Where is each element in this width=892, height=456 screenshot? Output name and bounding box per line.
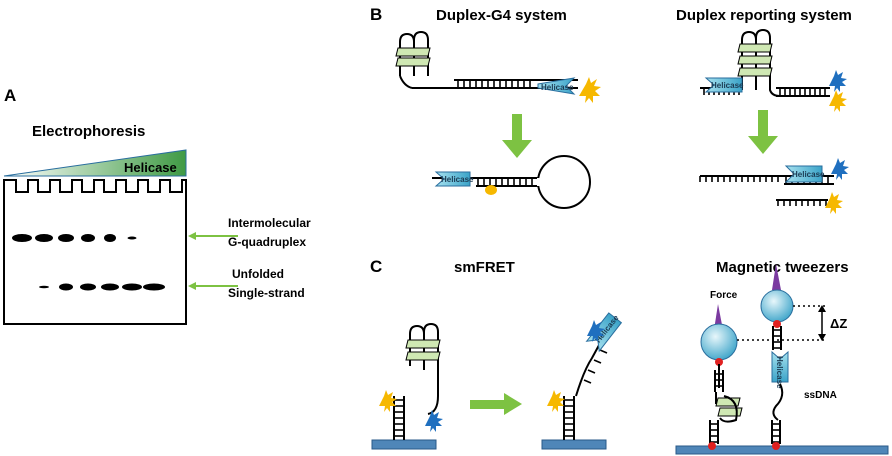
yellow-fluorophore-b3 [829,90,847,112]
tether-left-g4 [715,392,743,423]
helicase-b1-label: Helicase [541,83,574,92]
helicase-b2-label: Helicase [441,175,474,184]
helicase-b1: Helicase [537,77,576,95]
surface-c1 [371,439,437,450]
gel-band-gquad [12,234,32,242]
donor-dye-c1 [379,390,397,412]
helicase-mt: Helicase [771,350,789,389]
band-row-single-strand [39,283,165,291]
base [583,379,592,384]
surface-anchor-right [772,442,780,450]
quencher-dot-b2 [485,185,497,195]
reporting-g4-structure [737,28,781,97]
base [599,349,608,354]
band2-label-line2: Single-strand [228,286,305,300]
magnetic-bead-right [760,289,794,323]
gel-band-ssdna [80,283,96,291]
ssdna-strand [772,383,784,421]
gel-band-ssdna [143,283,165,291]
band2-label-line1: Unfolded [232,267,284,281]
helicase-b3: Helicase [704,77,744,93]
ssdna-label: ssDNA [804,390,837,401]
force-arrow-left [714,304,723,330]
yellow-fluorophore-b5 [825,192,843,214]
helicase-b4: Helicase [784,165,825,183]
released-strand-bases [777,200,827,206]
helicase-mt-label: Helicase [775,356,784,389]
acceptor-dye-c2 [587,320,605,342]
delta-z-label: ΔZ [830,316,847,331]
bead-anchor-left [715,358,723,366]
gel-band-gquad [127,236,137,240]
dz-arrow-down [818,334,826,341]
band-row-g-quadruplex [12,234,137,242]
duplex-reporting-title: Duplex reporting system [676,7,852,24]
unfolded-strand-bases [583,349,608,384]
gel-band-ssdna [101,283,119,291]
band1-label-line2: G-quadruplex [228,235,306,249]
base [587,369,596,374]
smfret-duplex-after [563,396,575,440]
tether-left-duplex-lower [709,420,719,444]
magnetic-bead-left [700,323,738,361]
base [593,359,602,364]
band1-pointer-head [188,232,196,240]
panel-a: A Electrophoresis Helicase Intermolecula… [3,86,311,325]
electrophoresis-title: Electrophoresis [32,123,145,140]
arrow-b2-shaft [758,110,768,138]
tether-right-duplex-upper [772,326,782,350]
panel-b: B Duplex-G4 system Duplex reporting syst… [370,5,852,214]
panel-a-label: A [4,86,16,105]
gel-band-ssdna [39,285,49,289]
tether-right-duplex-lower [771,420,781,444]
acceptor-dye-c1 [425,410,443,432]
gel-band-gquad [104,234,116,242]
helicase-gradient-wedge [3,149,187,177]
helicase-b2: Helicase [434,171,474,187]
arrow-b1-head [502,140,532,158]
panel-c: C smFRET Magnetic tweezers Helicase Forc… [370,257,889,455]
gel-band-gquad [58,234,74,242]
tether-left-duplex-upper [714,370,724,392]
reporting-product-basepairs [699,176,829,184]
arrow-c-shaft [470,400,506,409]
gradient-label: Helicase [124,160,177,175]
panel-b-label: B [370,5,382,24]
blue-fluorophore-b3 [829,70,847,92]
g-quadruplex-structure [395,30,431,89]
force-arrow-right [772,264,781,290]
bead-anchor-right [773,320,781,328]
hairpin-loop [537,155,591,209]
panel-c-label: C [370,257,382,276]
gel-outline [3,179,187,325]
blue-fluorophore-b4 [831,158,849,180]
hairpin-basepairs [477,178,533,186]
helicase-b3-label: Helicase [711,81,744,90]
arrow-c-head [504,393,522,415]
gel-band-gquad [81,234,95,242]
donor-dye-c2 [547,390,565,412]
surface-mt [675,445,889,455]
hairpin-loop-mask [537,178,540,186]
yellow-fluorophore-b1 [579,77,601,103]
force-label: Force [710,290,738,301]
arrow-b2-head [748,136,778,154]
smfret-title: smFRET [454,259,515,276]
arrow-b1-shaft [512,114,522,142]
gel-band-gquad [35,234,53,242]
surface-c2 [541,439,607,450]
magnetic-tweezers-title: Magnetic tweezers [716,259,849,276]
smfret-g4-before [405,322,441,415]
smfret-duplex-before [393,396,405,440]
surface-anchor-left [708,442,716,450]
band1-label-line1: Intermolecular [228,216,311,230]
helicase-b4-label: Helicase [792,170,825,179]
dz-arrow-up [818,305,826,312]
band2-pointer-head [188,282,196,290]
duplex-g4-basepairs [457,80,531,88]
duplex-g4-title: Duplex-G4 system [436,7,567,24]
gel-band-ssdna [122,283,142,291]
gel-band-ssdna [59,283,73,291]
